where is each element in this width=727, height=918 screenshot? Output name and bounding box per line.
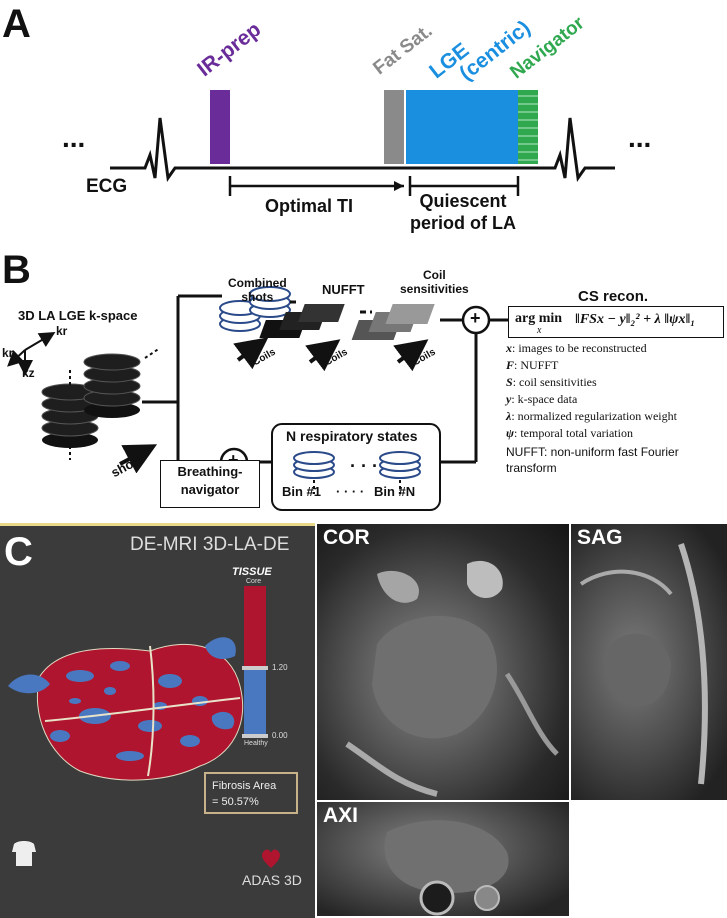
color-bar-core	[244, 586, 266, 666]
legend-row: λ: normalized regularization weight	[506, 408, 677, 425]
formula-sub: x	[537, 325, 542, 336]
optimal-ti-label: Optimal TI	[265, 196, 354, 216]
quiescent-line1: Quiescent	[419, 191, 507, 211]
nufft-note-line2: transform	[506, 461, 557, 475]
navigator-pattern	[518, 95, 538, 161]
heart-logo-icon	[262, 849, 280, 868]
mri-sagittal: SAG	[570, 523, 727, 801]
coil-sens-line1: Coil	[423, 268, 446, 282]
nufft-stack	[259, 304, 345, 338]
cs-formula-box: arg min x ‖FSx − y‖₂² + λ ‖ψx‖₁	[508, 306, 724, 338]
legend-symbol: x	[506, 341, 512, 355]
tick-high: 1.20	[272, 663, 288, 672]
torso-icon	[12, 841, 36, 866]
resp-states-label: N respiratory states	[286, 428, 418, 444]
la-3d-model	[8, 637, 244, 781]
coil-sens-line2: sensitivities	[400, 282, 469, 296]
quiescent-line2: period of LA	[410, 213, 516, 233]
axis-kr-left: kr	[2, 346, 14, 360]
fibrosis-line1: Fibrosis Area	[212, 780, 277, 792]
bin1-label: Bin #1	[282, 484, 322, 499]
coronal-structures	[345, 560, 559, 797]
fat-sat-block	[384, 90, 404, 164]
fibrosis-line2: = 50.57%	[212, 796, 259, 808]
legend-text: : images to be reconstructed	[512, 341, 647, 355]
panel-c-letter: C	[4, 530, 33, 574]
legend-row: x: images to be reconstructed	[506, 340, 677, 357]
ellipsis-bins: · · ·	[350, 456, 378, 476]
kspace-stack-right	[83, 347, 161, 418]
legend-symbol: S	[506, 375, 513, 389]
combined-shots-line1: Combined	[228, 276, 287, 290]
nufft-note: NUFFT: non-uniform fast Fourier transfor…	[506, 444, 679, 476]
lge-block	[406, 90, 518, 164]
legend-text: : temporal total variation	[514, 426, 633, 440]
binN-label: Bin #N	[374, 484, 416, 499]
tick-low: 0.00	[272, 731, 288, 740]
ir-prep-block	[210, 90, 230, 164]
axis-kr-top: kr	[56, 324, 68, 338]
axial-structures	[384, 820, 509, 916]
legend-row: y: k-space data	[506, 391, 677, 408]
sag-label: SAG	[577, 526, 623, 549]
recon-pipeline-diagram	[7, 286, 508, 511]
binN-disc-stack	[379, 451, 421, 494]
breathing-line1: Breathing-	[177, 464, 243, 479]
panel-a-letter: A	[2, 2, 31, 46]
sagittal-structures	[579, 543, 708, 785]
combined-shots-label: Combined shots	[228, 276, 287, 304]
legend-row: S: coil sensitivities	[506, 374, 677, 391]
coil-sens-label: Coil sensitivities	[400, 268, 469, 296]
coil-sens-stack	[351, 304, 435, 340]
fibrosis-box: Fibrosis Area = 50.57%	[204, 772, 298, 814]
legend-text: : normalized regularization weight	[511, 409, 677, 423]
legend-text: : NUFFT	[514, 358, 559, 372]
mri-axial: AXI	[316, 801, 570, 917]
bin-dots: · · · ·	[336, 484, 365, 499]
ellipsis-left: ...	[62, 122, 86, 153]
plus-top: +	[470, 308, 481, 328]
legend-symbol: F	[506, 358, 515, 372]
ellipsis-right: ...	[628, 122, 652, 153]
brand-label: ADAS 3D	[242, 872, 302, 888]
bin1-disc-stack	[293, 451, 335, 494]
breathing-line2: navigator	[180, 482, 240, 497]
legend-symbol: ψ	[506, 426, 515, 440]
healthy-label: Healthy	[244, 740, 268, 747]
nufft-note-line1: NUFFT: non-uniform fast Fourier	[506, 445, 679, 459]
tissue-label: TISSUE	[232, 566, 272, 578]
cor-label: COR	[323, 526, 370, 549]
viewer-title: DE-MRI 3D-LA-DE	[130, 534, 290, 555]
legend-text: : coil sensitivities	[512, 375, 597, 389]
color-bar-divider	[242, 666, 268, 670]
nufft-label: NUFFT	[322, 282, 365, 297]
kspace-stack-left	[41, 370, 99, 460]
formula-body: ‖FSx − y‖₂² + λ ‖ψx‖₁	[575, 312, 696, 327]
color-bar-healthy	[244, 670, 266, 734]
legend-symbol: y	[506, 392, 512, 406]
formula-argmin: arg min	[515, 311, 563, 326]
color-bar-bottom	[242, 734, 268, 738]
legend-text: : k-space data	[511, 392, 578, 406]
core-label: Core	[246, 578, 262, 585]
kspace-title: 3D LA LGE k-space	[18, 308, 138, 323]
cs-recon-title: CS recon.	[578, 288, 649, 305]
combined-shots-stack	[219, 286, 291, 332]
mri-coronal: COR	[316, 523, 570, 801]
quiescent-label: Quiescent period of LA	[410, 190, 516, 234]
legend-symbol: λ	[506, 409, 512, 423]
combined-shots-line2: shots	[241, 290, 274, 304]
axis-kz: kz	[22, 366, 35, 380]
ecg-trace	[110, 117, 615, 183]
ecg-label: ECG	[86, 176, 128, 197]
legend-row: ψ: temporal total variation	[506, 425, 677, 442]
navigator-block	[518, 90, 538, 164]
pulse-sequence-diagram	[110, 90, 615, 196]
adas-viewer: C DE-MRI 3D-LA-DE TISSUE Core 1.20 0.00 …	[0, 523, 315, 918]
axi-label: AXI	[323, 804, 359, 827]
breathing-navigator-box: Breathing- navigator	[160, 460, 260, 508]
legend-row: F: NUFFT	[506, 357, 677, 374]
panel-b-letter: B	[2, 248, 31, 292]
